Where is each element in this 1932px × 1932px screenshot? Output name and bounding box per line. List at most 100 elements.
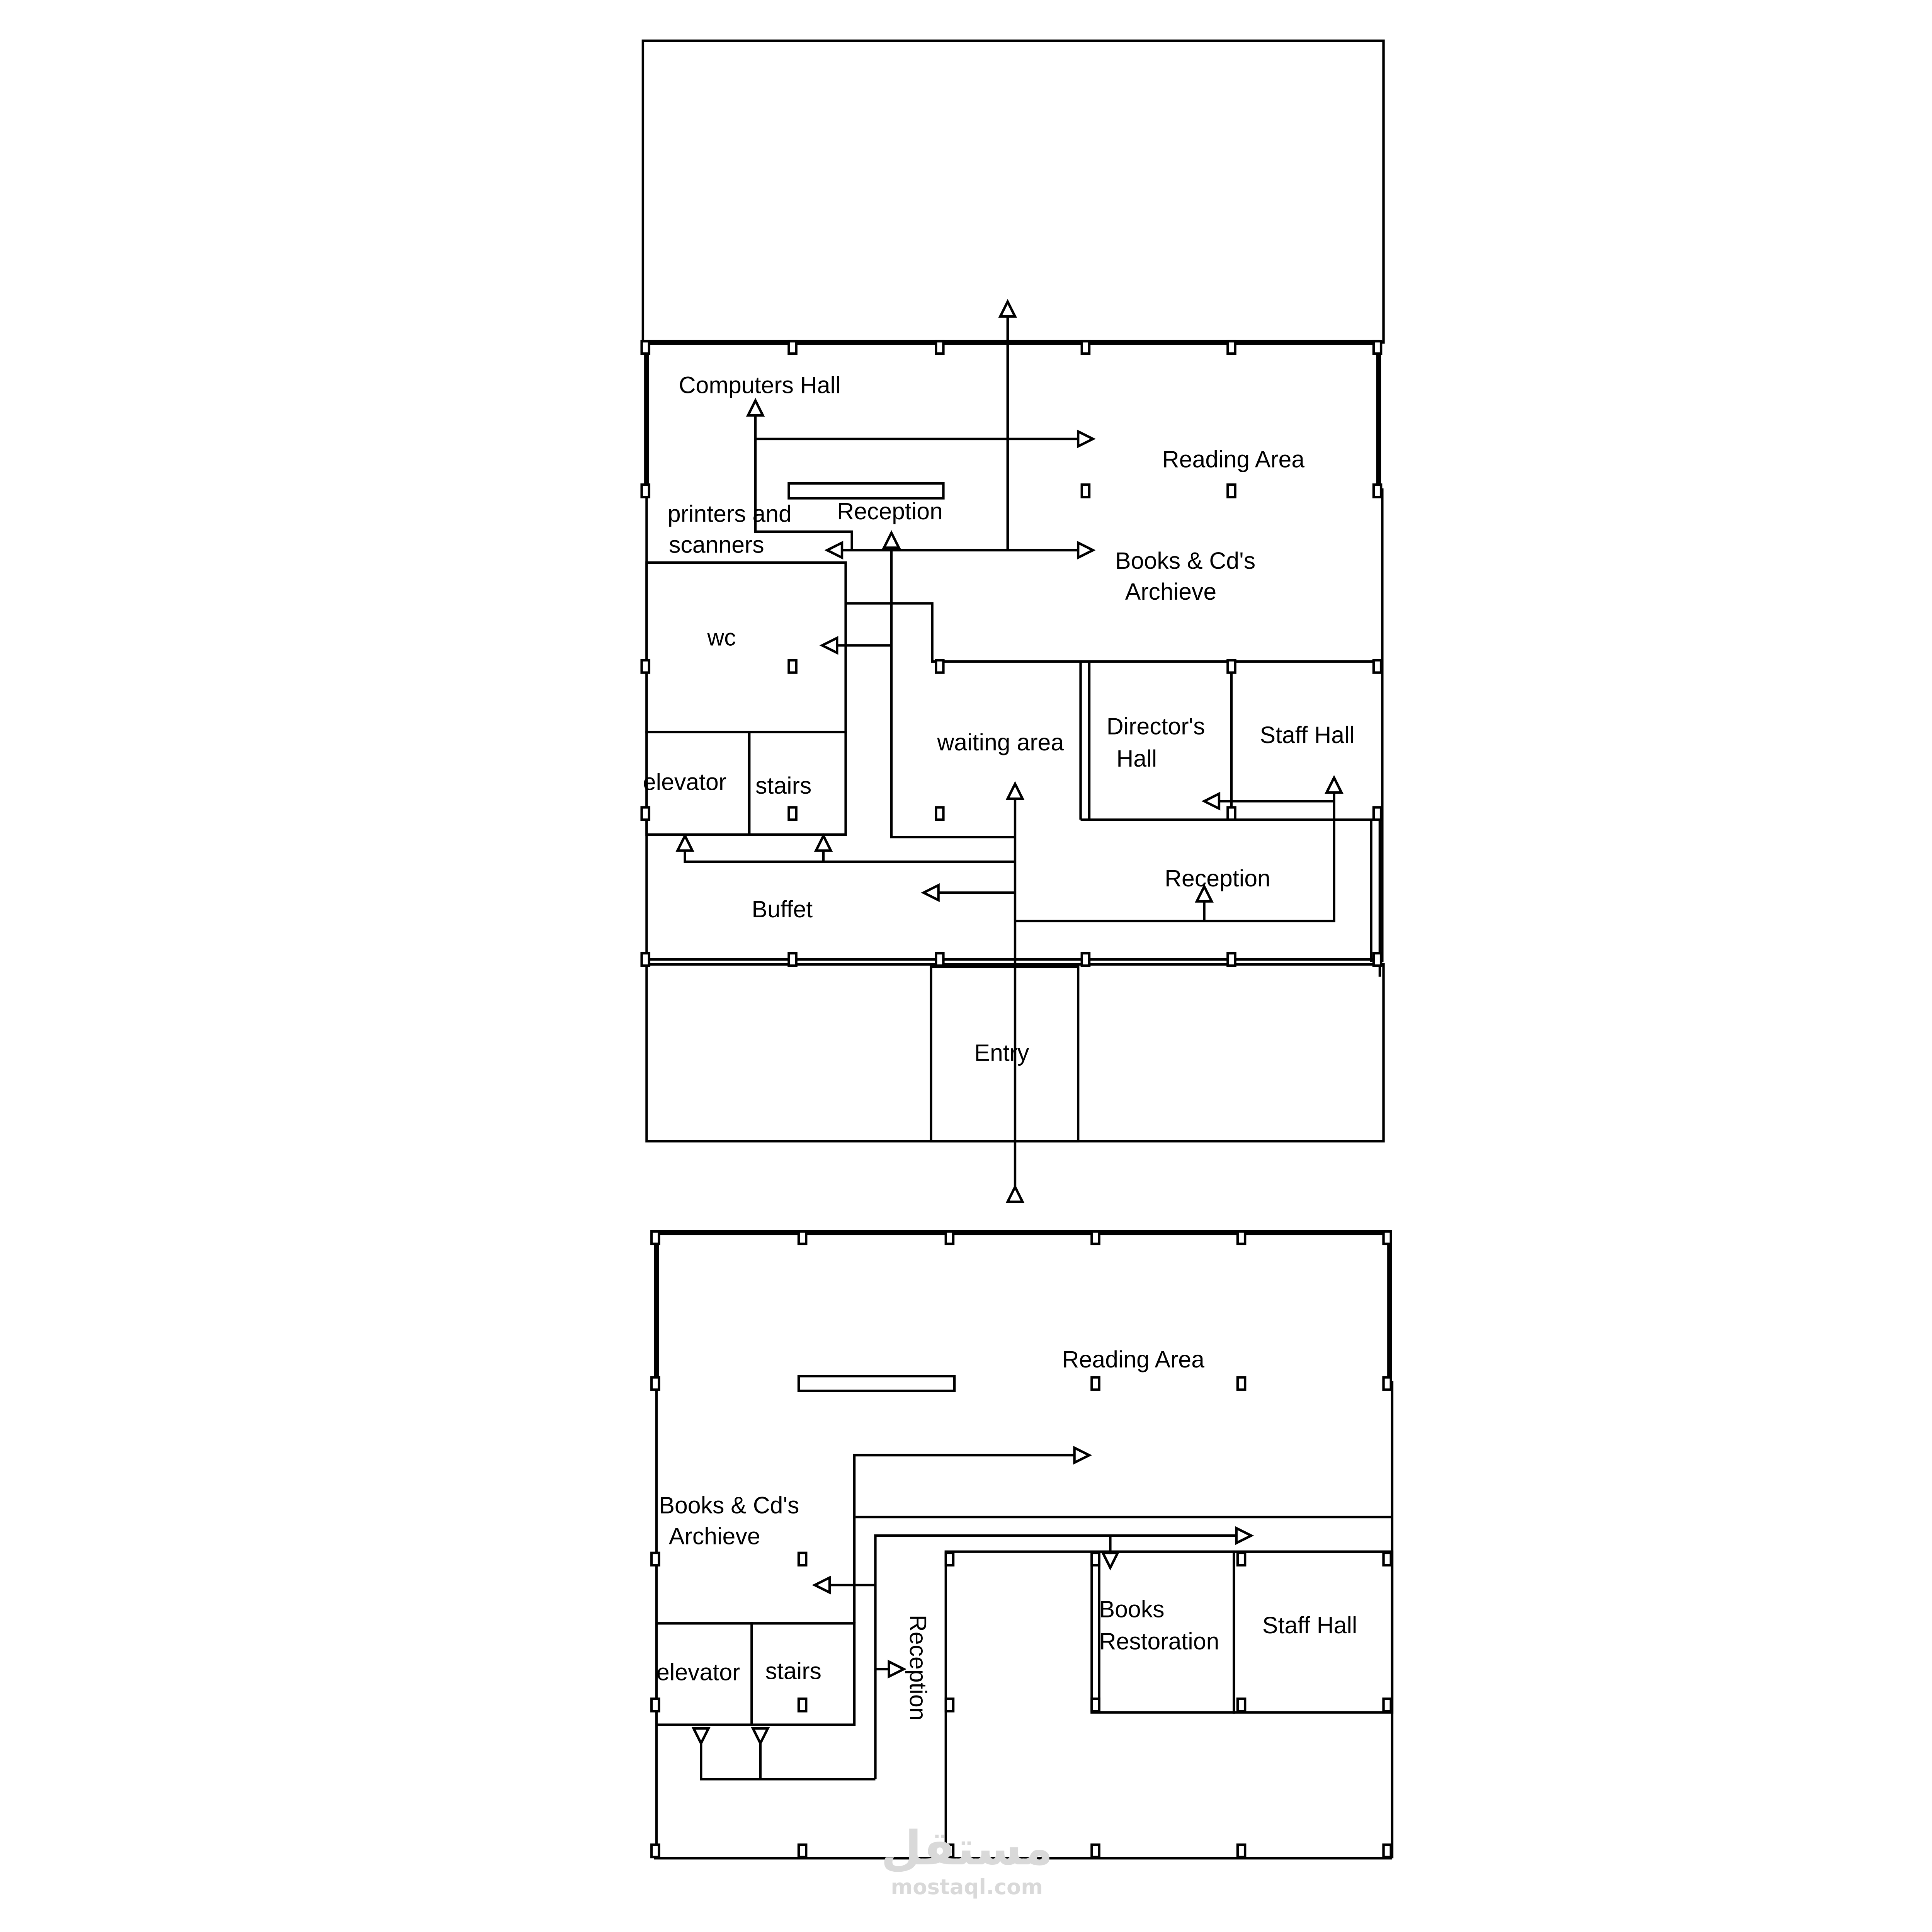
column xyxy=(1372,806,1383,821)
column xyxy=(1080,483,1091,498)
arrowhead-icon xyxy=(746,398,765,417)
column xyxy=(1226,806,1236,821)
column xyxy=(1090,1376,1100,1391)
ground-floor-plan: Computers Hall Reading Area printers and… xyxy=(640,39,1385,1746)
arrowhead-icon xyxy=(921,883,940,902)
column xyxy=(935,659,945,674)
room-label-archieve: Archieve xyxy=(1125,578,1216,605)
circulation-paths xyxy=(700,1454,1236,1781)
arrowhead-icon xyxy=(1077,429,1096,449)
arrowhead-icon xyxy=(751,1727,770,1746)
room-label-elevator: elevator xyxy=(656,1659,740,1685)
watermark-arabic: مستقل xyxy=(881,1821,1053,1876)
arrowhead-icon xyxy=(812,1575,831,1595)
column xyxy=(787,659,798,674)
column xyxy=(650,1843,660,1859)
column xyxy=(1090,1843,1100,1859)
column xyxy=(1226,340,1236,355)
room-label-scanners: scanners xyxy=(669,531,764,558)
column xyxy=(1226,659,1236,674)
column xyxy=(1372,340,1383,355)
reception-desk xyxy=(797,1375,956,1392)
column xyxy=(944,1230,955,1245)
column xyxy=(944,1697,955,1713)
arrowhead-icon xyxy=(1325,775,1344,794)
wall xyxy=(845,602,1380,663)
arrowhead-icon xyxy=(888,1660,907,1679)
room-label-directors-hall: Hall xyxy=(1116,745,1157,772)
column xyxy=(1236,1230,1247,1245)
column xyxy=(1226,483,1236,498)
room-label-stairs: stairs xyxy=(765,1658,821,1684)
column xyxy=(787,952,798,967)
watermark-latin: mostaql.com xyxy=(891,1875,1043,1899)
column xyxy=(1080,340,1091,355)
arrowhead-icon xyxy=(1077,541,1096,560)
column xyxy=(640,659,651,674)
column xyxy=(650,1551,660,1567)
column xyxy=(1236,1697,1247,1713)
room-label-buffet: Buffet xyxy=(752,896,813,922)
column xyxy=(1236,1551,1247,1567)
column xyxy=(797,1551,808,1567)
column xyxy=(640,340,651,355)
column xyxy=(640,806,651,821)
arrowhead-icon xyxy=(882,530,901,549)
room-label-books-restoration-1: Books xyxy=(1099,1596,1165,1622)
staff-hall-room xyxy=(1233,1550,1394,1714)
arrowhead-icon xyxy=(675,833,695,852)
first-floor-plan: Reading Area Books & Cd's Archieve eleva… xyxy=(650,1230,1394,1860)
arrowheads xyxy=(675,299,1344,1746)
room-label-elevator: elevator xyxy=(643,769,726,795)
column xyxy=(1236,1843,1247,1859)
room-label-archieve: Archieve xyxy=(669,1523,760,1549)
column xyxy=(650,1697,660,1713)
column xyxy=(935,952,945,967)
room-label-reception-lower: Reception xyxy=(1165,865,1270,891)
circulation-paths xyxy=(684,315,1335,1187)
arrowhead-icon xyxy=(814,833,833,852)
column xyxy=(787,806,798,821)
column xyxy=(1372,483,1383,498)
reception-desk xyxy=(787,482,945,500)
columns xyxy=(640,340,1383,967)
arrowhead-icon xyxy=(998,299,1017,318)
arrowhead-icon xyxy=(1195,884,1214,903)
columns xyxy=(650,1230,1392,1859)
column xyxy=(797,1843,808,1859)
room-label-staff-hall: Staff Hall xyxy=(1262,1612,1357,1638)
stairs-room xyxy=(750,1622,856,1726)
room-label-reading-area: Reading Area xyxy=(1162,446,1305,473)
room-label-books-restoration-2: Restoration xyxy=(1099,1628,1219,1654)
room-label-reception: Reception xyxy=(837,498,943,524)
entry-room xyxy=(930,966,1080,1143)
column xyxy=(1090,1230,1100,1245)
column xyxy=(1372,952,1383,967)
room-label-wc: wc xyxy=(707,624,736,650)
column xyxy=(1382,1843,1392,1859)
column xyxy=(935,340,945,355)
column xyxy=(1372,659,1383,674)
column xyxy=(1382,1551,1392,1567)
column xyxy=(640,483,651,498)
room-label-entry: Entry xyxy=(974,1039,1029,1066)
column xyxy=(797,1697,808,1713)
column xyxy=(1226,952,1236,967)
column xyxy=(1080,952,1091,967)
arrowhead-icon xyxy=(691,1727,711,1746)
room-label-reception: Reception xyxy=(905,1615,931,1721)
watermark: مستقل mostaql.com xyxy=(881,1821,1053,1899)
room-label-books: Books & Cd's xyxy=(659,1492,799,1518)
column xyxy=(944,1843,955,1859)
room-label-waiting-area: waiting area xyxy=(937,729,1064,755)
column xyxy=(1382,1230,1392,1245)
column xyxy=(640,952,651,967)
room-label-stairs: stairs xyxy=(755,772,811,799)
column xyxy=(944,1551,955,1567)
column xyxy=(1090,1697,1100,1713)
column xyxy=(935,806,945,821)
column xyxy=(1382,1376,1392,1391)
column xyxy=(1236,1376,1247,1391)
arrowhead-icon xyxy=(819,636,838,655)
room-label-reading-area: Reading Area xyxy=(1062,1346,1205,1372)
